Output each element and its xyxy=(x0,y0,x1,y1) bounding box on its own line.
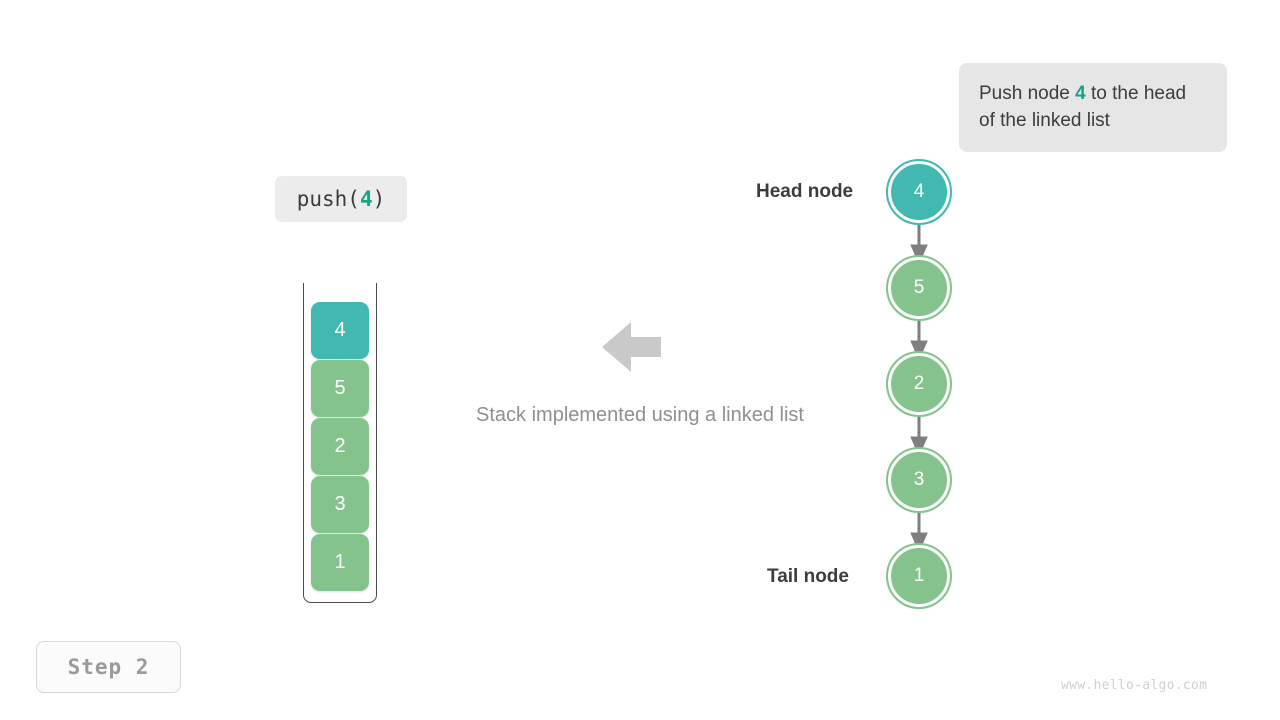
diagram-caption: Stack implemented using a linked list xyxy=(0,404,1280,427)
watermark: www.hello-algo.com xyxy=(1061,678,1208,693)
stack-cell: 2 xyxy=(311,418,369,475)
callout-text-after: to the head of the linked list xyxy=(979,83,1187,131)
callout-box: Push node 4 to the head of the linked li… xyxy=(959,63,1227,152)
operation-value: 4 xyxy=(359,187,373,211)
operation-suffix: ) xyxy=(372,187,386,211)
operation-label: push(4) xyxy=(275,176,407,222)
stack-cell: 1 xyxy=(311,534,369,591)
stack-cell: 4 xyxy=(311,302,369,359)
diagram-caption-text: Stack implemented using a linked list xyxy=(476,404,804,426)
stack-cell: 5 xyxy=(311,360,369,417)
linked-list-node: 2 xyxy=(886,351,952,417)
head-node-label: Head node xyxy=(756,181,854,202)
stack-frame xyxy=(303,283,377,603)
step-badge: Step 2 xyxy=(36,641,181,693)
operation-prefix: push( xyxy=(296,187,360,211)
callout-highlight-value: 4 xyxy=(1075,83,1086,104)
left-arrow-icon xyxy=(602,319,662,375)
linked-list-node: 3 xyxy=(886,447,952,513)
tail-node-label: Tail node xyxy=(767,566,849,587)
linked-list-node: 4 xyxy=(886,159,952,225)
callout-text-before: Push node xyxy=(979,83,1076,104)
linked-list-node: 5 xyxy=(886,255,952,321)
linked-list-node: 1 xyxy=(886,543,952,609)
stack-cell-list: 4 5 2 3 1 xyxy=(311,302,369,591)
stack-cell: 3 xyxy=(311,476,369,533)
stack-container: 4 5 2 3 1 xyxy=(303,283,377,603)
